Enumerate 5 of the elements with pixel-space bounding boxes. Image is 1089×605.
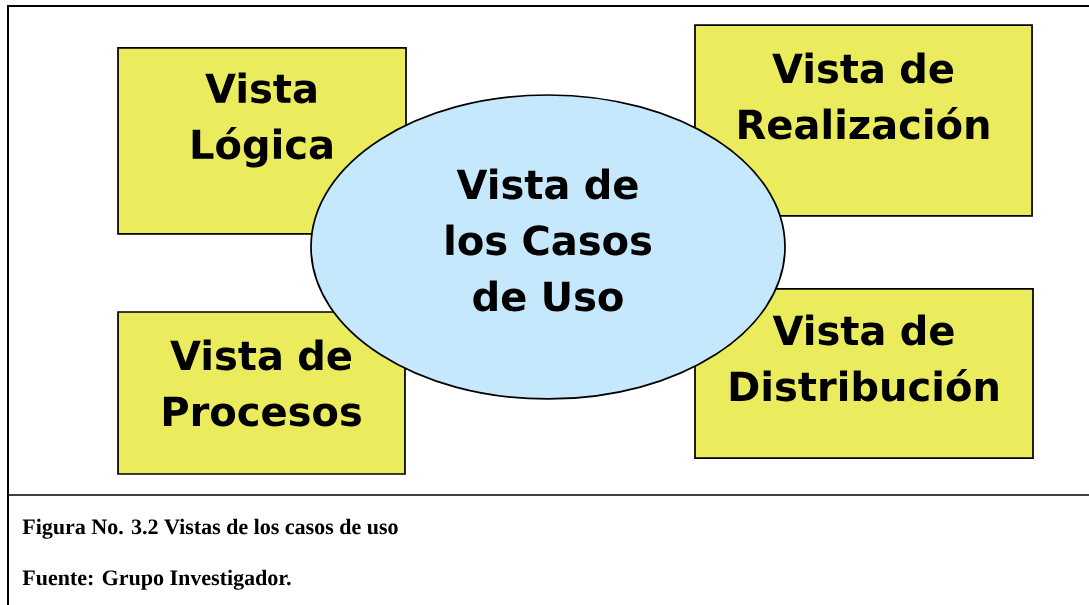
caption: Figura No. 3.2 Vistas de los casos de uso	[22, 518, 398, 539]
view-box: Vista de Distribución	[694, 288, 1034, 459]
view-box: Vista de Realización	[694, 24, 1033, 217]
source-note: Fuente: Grupo Investigador.	[22, 569, 291, 590]
view-box: Vista de Procesos	[117, 311, 406, 475]
